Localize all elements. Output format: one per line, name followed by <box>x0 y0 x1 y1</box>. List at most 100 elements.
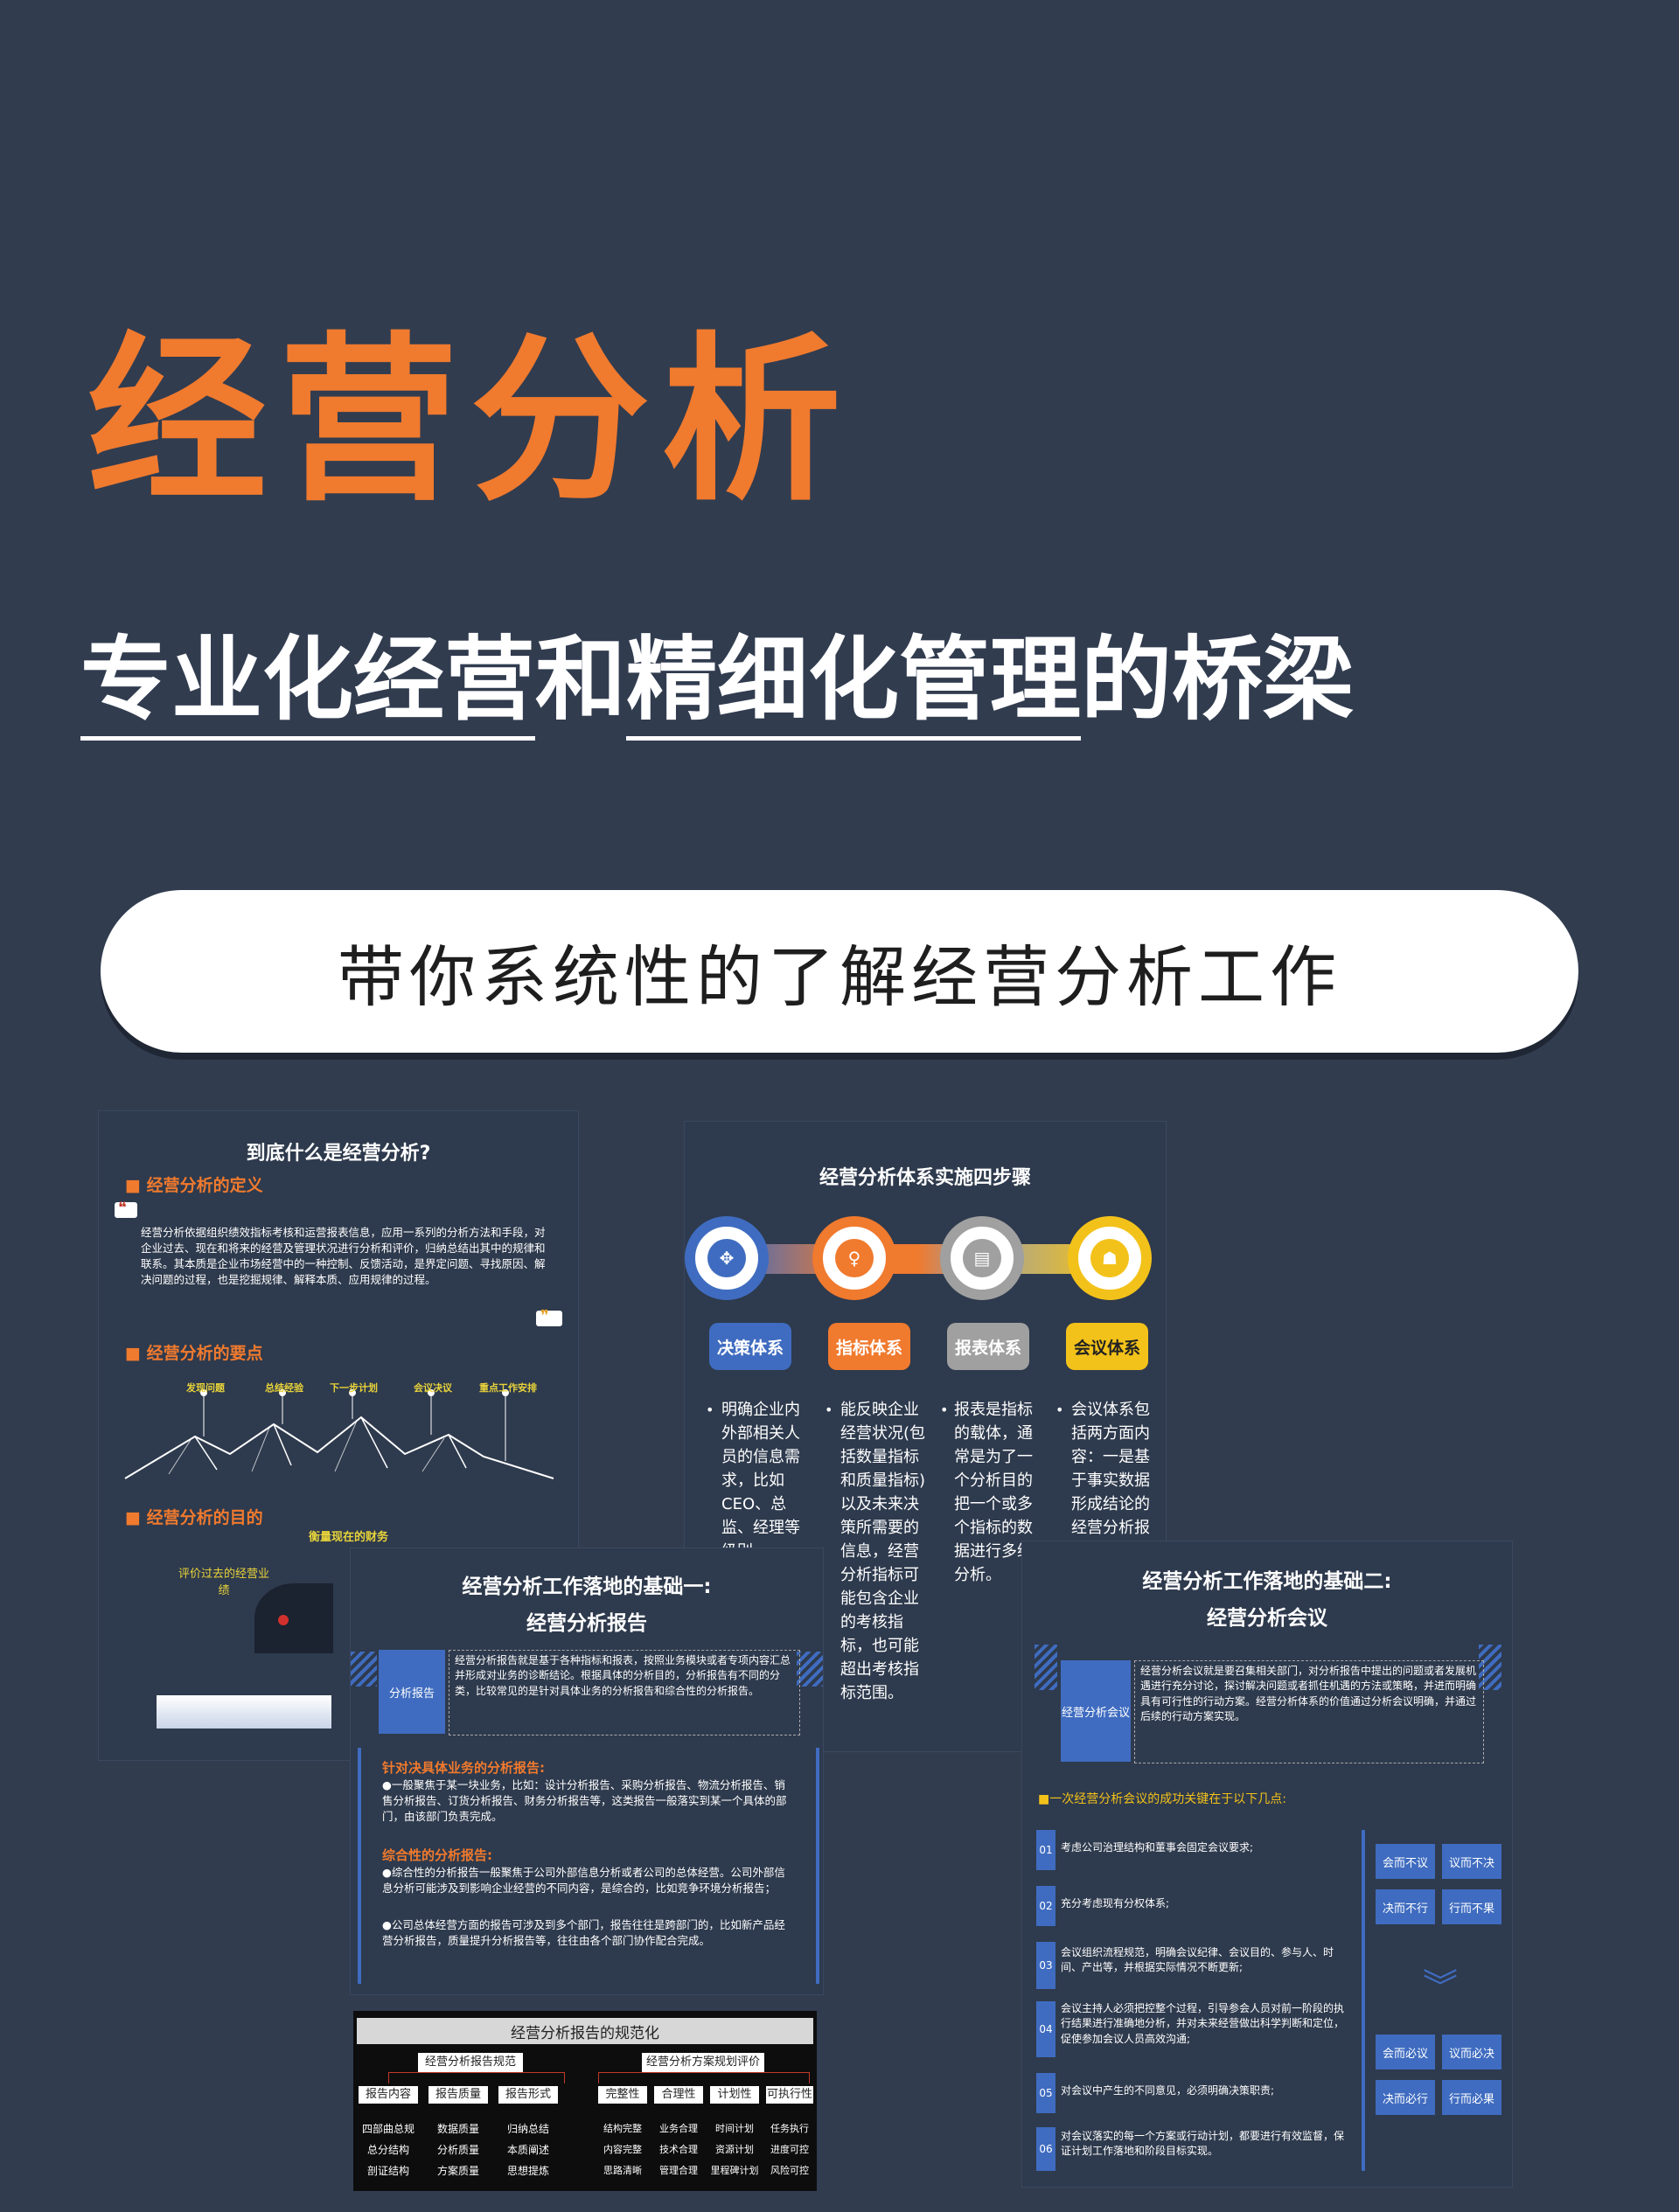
slide-analysis-meeting: 经营分析工作落地的基础二: 经营分析会议 经营分析会议 经营分析会议就是要召集相… <box>1021 1541 1513 2188</box>
table-cell: 资源计划 <box>715 2144 754 2155</box>
step2-label: 指标体系 <box>828 1323 910 1370</box>
step1-label: 决策体系 <box>709 1323 791 1370</box>
table-header: 合理性 <box>654 2086 703 2104</box>
decision-icon: ✥ <box>707 1239 746 1277</box>
table-cell: 分析质量 <box>436 2144 479 2156</box>
group2-bracket <box>598 2072 810 2083</box>
step1-circle: ✥ <box>685 1216 769 1300</box>
comprehensive-report-heading: 综合性的分析报告: <box>382 1847 492 1863</box>
item-number: 02 <box>1036 1886 1055 1926</box>
report-box-text: 经营分析报告就是基于各种指标和报表，按照业务模块或者专项内容汇总并形成对业务的诊… <box>449 1650 800 1736</box>
subtitle-part1: 专业化经营 <box>80 626 536 741</box>
stripes-left <box>351 1652 377 1687</box>
item-number: 04 <box>1036 2001 1055 2057</box>
item-text: 会议组织流程规范，明确会议纪律、会议目的、参与人、时间、产出等，并根据实际情况不… <box>1061 1946 1334 1974</box>
meeting-box-label: 经营分析会议 <box>1061 1660 1131 1762</box>
comprehensive-report-text1: ●综合性的分析报告一般聚焦于公司外部信息分析或者公司的总体经营。公司外部信息分析… <box>382 1866 785 1896</box>
slide1-title: 到底什么是经营分析? <box>246 1143 431 1165</box>
status-label: 议而不决 <box>1442 1844 1501 1879</box>
table-cell: 业务合理 <box>659 2123 698 2134</box>
item-number: 03 <box>1036 1942 1055 1989</box>
slide-analysis-report: 经营分析工作落地的基础一: 经营分析报告 分析报告 经营分析报告就是基于各种指标… <box>350 1548 824 1995</box>
table-cell: 归纳总结 <box>506 2123 549 2135</box>
point-3: 下一步计划 <box>330 1382 378 1394</box>
status-label: 决而必行 <box>1376 2080 1435 2115</box>
indicator-icon: ♀ <box>835 1239 874 1277</box>
table-cell: 里程碑计划 <box>710 2165 759 2176</box>
meeting-key-list: 01 考虑公司治理结构和董事会固定会议要求; 02 充分考虑现有分权体系; 03… <box>1036 1830 1351 2171</box>
slide5-title: 经营分析报告的规范化 <box>357 2018 813 2044</box>
table-cell: 方案质量 <box>436 2165 479 2177</box>
report-content-frame <box>358 1748 819 1984</box>
table-header: 报告质量 <box>428 2086 488 2104</box>
table-header: 完整性 <box>598 2086 647 2104</box>
slide1-section-points: ■ 经营分析的要点 <box>125 1344 263 1363</box>
intro-pill: 带你系统性的了解经营分析工作 <box>101 890 1578 1053</box>
item-text: 充分考虑现有分权体系; <box>1061 1897 1170 1909</box>
gauge-icon <box>254 1583 333 1653</box>
group2-label: 经营分析方案规划评价 <box>642 2053 764 2072</box>
quote-open-icon: ❝ <box>115 1199 137 1218</box>
status-label: 决而不行 <box>1376 1889 1435 1924</box>
slide-report-standard: 经营分析报告的规范化 经营分析报告规范 经营分析方案规划评价 报告内容 报告质量… <box>353 2011 817 2191</box>
steps-connector <box>725 1244 1110 1274</box>
subtitle-part2: 和 <box>535 626 627 733</box>
table-cell: 进度可控 <box>770 2144 809 2155</box>
specific-report-text: ●一般聚焦于某一块业务，比如：设计分析报告、采购分析报告、物流分析报告、销售分析… <box>382 1778 787 1824</box>
step3-label: 报表体系 <box>947 1323 1029 1370</box>
item-text: 考虑公司治理结构和董事会固定会议要求; <box>1061 1841 1254 1854</box>
slide4-title2: 经营分析会议 <box>1207 1607 1327 1630</box>
subtitle: 专业化经营和精细化管理的桥梁 <box>80 625 1355 741</box>
table-cell: 内容完整 <box>603 2144 642 2155</box>
group1-label: 经营分析报告规范 <box>418 2053 523 2072</box>
step2-circle: ♀ <box>812 1216 896 1300</box>
stripes-right <box>797 1652 823 1687</box>
table-cell: 四部曲总规 <box>361 2123 415 2135</box>
subtitle-part3: 精细化管理 <box>626 626 1082 741</box>
table-cell: 技术合理 <box>659 2144 698 2155</box>
slide4-title1: 经营分析工作落地的基础二: <box>1142 1570 1392 1593</box>
pill-text: 带你系统性的了解经营分析工作 <box>338 938 1341 1016</box>
mountain-icon <box>124 1389 554 1479</box>
table-cell: 风险可控 <box>770 2165 809 2176</box>
stripes-right <box>1479 1645 1501 1690</box>
table-cell: 本质阐述 <box>506 2144 549 2156</box>
item-number: 06 <box>1036 2127 1055 2171</box>
point-4: 会议决议 <box>414 1382 452 1394</box>
meeting-box-text: 经营分析会议就是要召集相关部门，对分析报告中提出的问题或者发展机遇进行充分讨论，… <box>1134 1660 1484 1763</box>
report-box-label: 分析报告 <box>379 1650 445 1734</box>
step3-circle: ▤ <box>940 1216 1024 1300</box>
table-cell: 总分结构 <box>366 2144 409 2156</box>
status-label: 会而必议 <box>1376 2035 1435 2069</box>
table-header: 报告形式 <box>498 2086 558 2104</box>
item-text: 会议主持人必须把控整个过程，引导参会人员对前一阶段的执行结果进行准确地分析，并对… <box>1061 2002 1345 2045</box>
table-cell: 时间计划 <box>715 2123 754 2134</box>
table-cell: 剖证结构 <box>366 2165 409 2177</box>
definition-text: 经营分析依据组织绩效指标考核和运营报表信息，应用一系列的分析方法和手段，对企业过… <box>141 1226 546 1287</box>
chevron-down-icon: ︾ <box>1423 1967 1458 2007</box>
slide2-title: 经营分析体系实施四步骤 <box>819 1167 1031 1189</box>
item-text: 对会议落实的每一个方案或行动计划，都要进行有效监督，保证计划工作落地和阶段目标实… <box>1061 2130 1345 2158</box>
purpose-2: 评价过去的经营业绩 <box>178 1568 269 1597</box>
status-label: 议而必决 <box>1442 2035 1501 2069</box>
specific-report-heading: 针对决具体业务的分析报告: <box>382 1760 545 1776</box>
step4-label: 会议体系 <box>1066 1323 1148 1370</box>
table-cell: 任务执行 <box>770 2123 809 2134</box>
slide1-section-purpose: ■ 经营分析的目的 <box>125 1508 263 1527</box>
slide-definition: 到底什么是经营分析? ■ 经营分析的定义 ❝ 经营分析依据组织绩效指标考核和运营… <box>98 1110 579 1761</box>
comprehensive-report-text2: ●公司总体经营方面的报告可涉及到多个部门，报告往往是跨部门的，比如新产品经营分析… <box>382 1918 785 1948</box>
slide3-title2: 经营分析报告 <box>526 1612 647 1635</box>
main-title: 经营分析 <box>87 317 853 525</box>
step4-text: 会议体系包括两方面内容：一是基于事实数据形成结论的经营分析报告， <box>1071 1401 1150 1561</box>
point-2: 总结经验 <box>265 1382 303 1394</box>
item-number: 01 <box>1036 1830 1055 1870</box>
stripes-left <box>1035 1645 1057 1690</box>
meeting-icon: ☗ <box>1090 1239 1129 1277</box>
point-1: 发现问题 <box>186 1382 225 1394</box>
table-header: 计划性 <box>710 2086 759 2104</box>
step2-text: 能反映企业经营状况(包括数量指标和质量指标)以及未来决策所需要的信息，经营分析指… <box>840 1401 926 1702</box>
subtitle-part4: 的桥梁 <box>1081 626 1355 733</box>
step3-text: 报表是指标的载体，通常是为了一个分析目的把一个或多个指标的数据进行多维分析。 <box>954 1401 1033 1584</box>
table-cell: 管理合理 <box>659 2165 698 2176</box>
table-header: 报告内容 <box>359 2086 418 2104</box>
